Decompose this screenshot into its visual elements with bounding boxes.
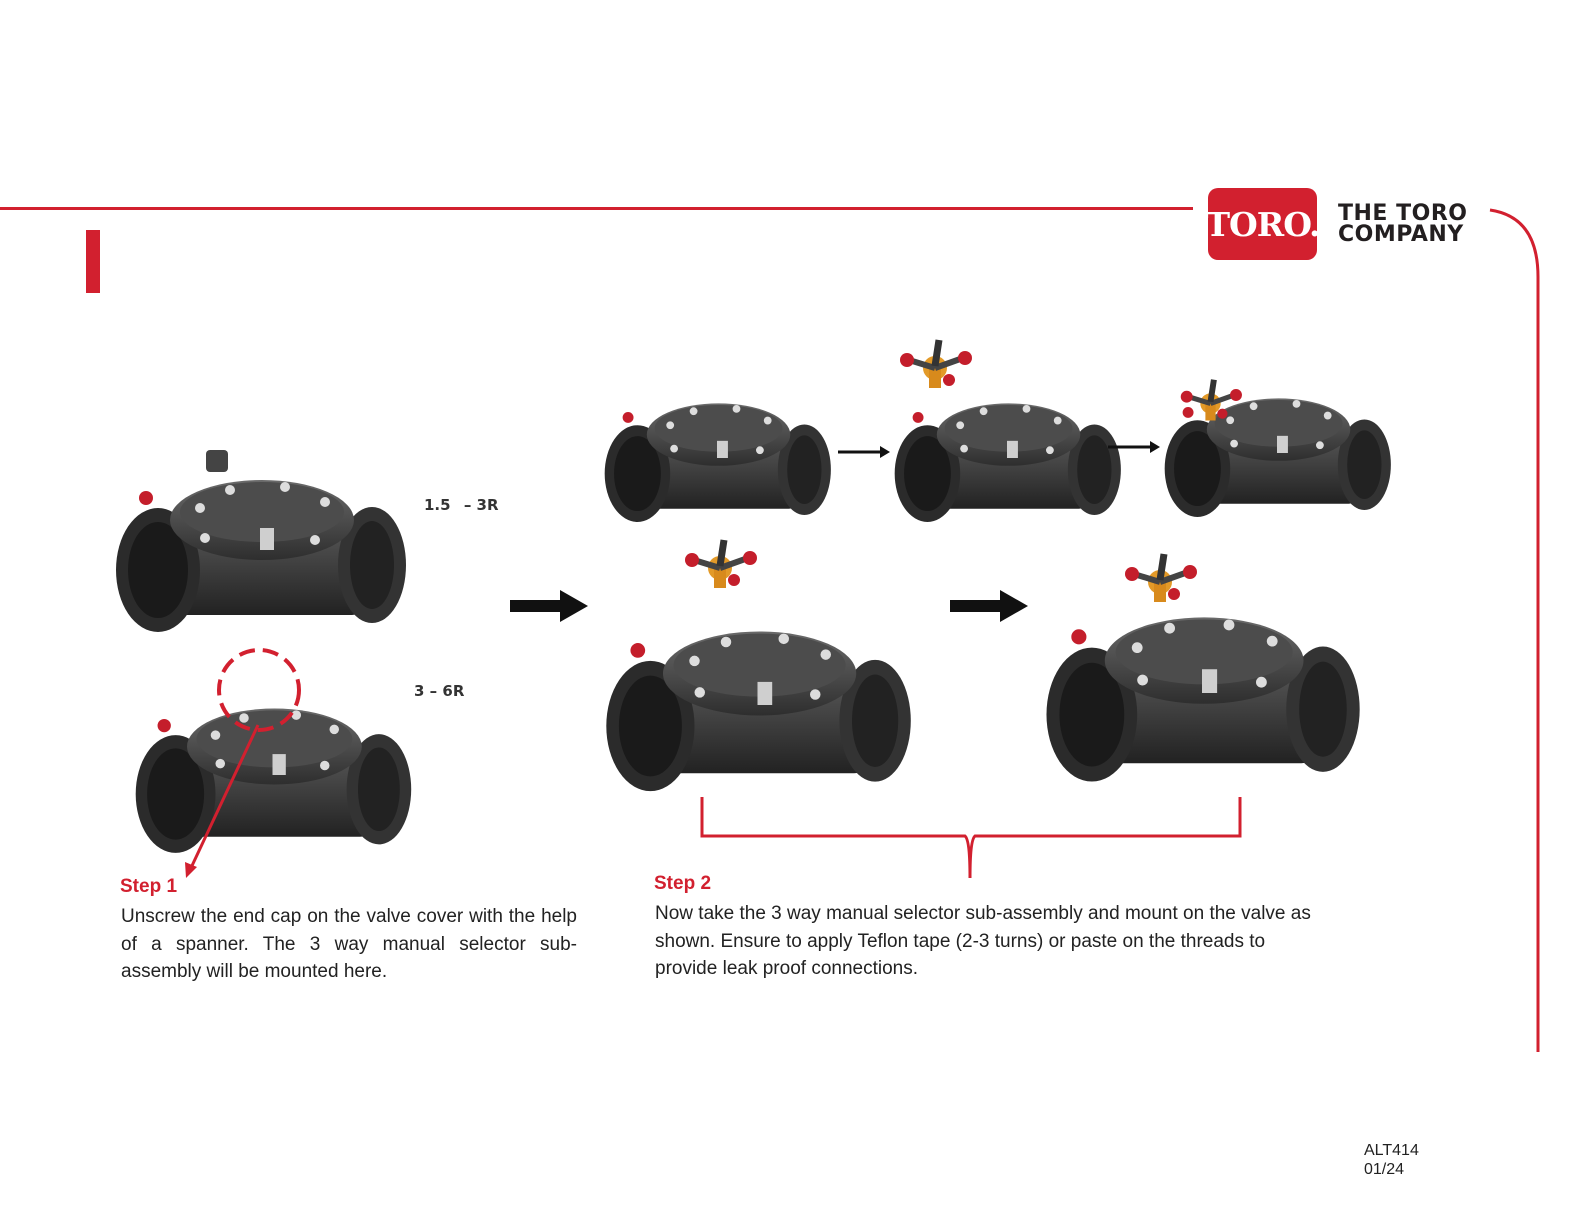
small-arrow-1 xyxy=(838,446,890,458)
size-label-small-end: – 3R xyxy=(463,496,499,514)
document-code: ALT414 xyxy=(1364,1142,1419,1159)
size-label-large: 3 – 6R xyxy=(414,682,465,700)
document-date: 01/24 xyxy=(1364,1161,1405,1178)
company-line-2: COMPANY xyxy=(1338,222,1464,247)
step2-description: Now take the 3 way manual selector sub-a… xyxy=(655,903,1311,979)
step2-brace xyxy=(700,797,1242,879)
valve-top-2 xyxy=(894,403,1121,522)
frame-border xyxy=(1489,208,1540,1052)
step2-title: Step 2 xyxy=(654,873,712,894)
valve-1-5-3r xyxy=(116,450,406,632)
selector-mid-2 xyxy=(1125,554,1197,602)
toro-logo: TORO. xyxy=(1205,188,1321,260)
valve-3-6r xyxy=(135,708,412,853)
arrow-to-step2 xyxy=(510,590,588,622)
header-rule xyxy=(0,207,1193,210)
end-cap-highlight-circle xyxy=(217,648,301,732)
valve-top-1 xyxy=(604,403,831,522)
size-label-small-start: 1.5 xyxy=(424,496,451,514)
selector-top-2 xyxy=(900,340,972,388)
step1-description: Unscrew the end cap on the valve cover w… xyxy=(121,906,577,982)
step1-title: Step 1 xyxy=(120,876,178,897)
company-line-1: THE TORO xyxy=(1338,201,1468,226)
document-id: ALT414 01/24 xyxy=(1364,1141,1419,1179)
size-label-small: 1.5 – 3R xyxy=(424,496,499,514)
valve-mid-1 xyxy=(606,631,911,792)
small-arrow-2 xyxy=(1108,441,1160,453)
valve-top-3 xyxy=(1164,398,1391,517)
company-name: THE TORO COMPANY xyxy=(1338,201,1488,247)
valve-mid-2 xyxy=(1046,617,1360,782)
title-accent-bar xyxy=(86,230,100,293)
end-cap-pointer-arrow xyxy=(188,724,260,871)
logo-mark: TORO. xyxy=(1205,204,1320,244)
arrow-to-final xyxy=(950,590,1028,622)
selector-mid-1 xyxy=(685,540,757,588)
